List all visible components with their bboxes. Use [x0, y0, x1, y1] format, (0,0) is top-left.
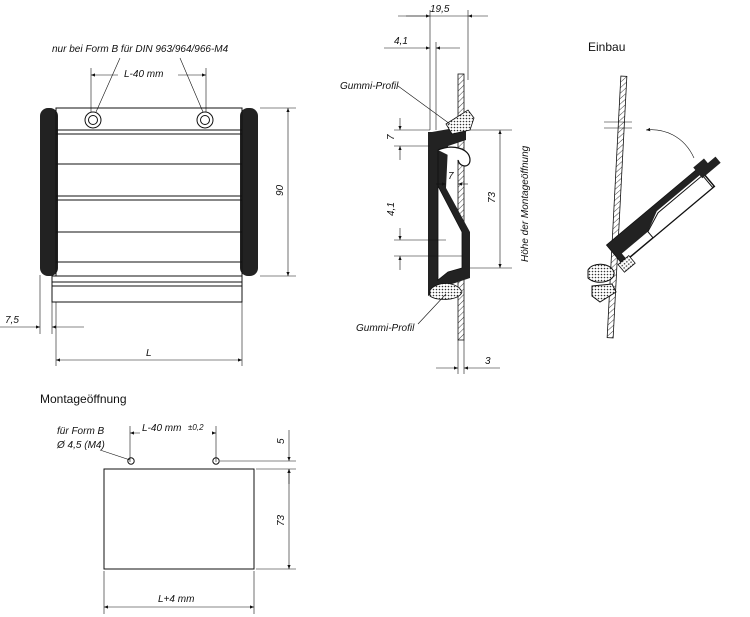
label-rubber-bottom: Gummi-Profil: [356, 323, 415, 334]
dim-cutout-hole-spacing: L-40 mm: [142, 423, 181, 434]
cutout-rectangle: [103, 468, 255, 570]
label-opening-height: Höhe der Montageöffnung: [520, 145, 531, 262]
dim-offset: 7,5: [5, 315, 19, 326]
side-view: 19,5 4,1 Gummi-Profil Gummi-Profil 7 7: [340, 4, 531, 374]
dim-cutout-width: L+4 mm: [158, 594, 194, 605]
dim-width: 19,5: [430, 4, 450, 15]
dim-hole-spacing: L-40 mm: [124, 69, 163, 80]
install-view: Einbau: [587, 40, 721, 339]
cutout-hole-left: [127, 457, 135, 465]
dim-length: L: [146, 348, 152, 359]
front-view: nur bei Form B für DIN 963/964/966-M4 L-…: [0, 44, 296, 366]
leader-left: [95, 57, 121, 113]
rubber-profile-top: [445, 109, 475, 135]
mounting-hole-left: [84, 111, 102, 129]
dim-height: 90: [275, 184, 286, 196]
profile-body: [55, 107, 243, 277]
leader-right: [179, 57, 204, 113]
dim-cutout-height: 73: [276, 514, 287, 526]
rubber-profile-bottom: [429, 283, 463, 300]
dim-lip: 4,1: [394, 36, 408, 47]
dim-opening: 73: [487, 191, 498, 203]
cutout-view: Montageöffnung für Form B Ø 4,5 (M4) L-4…: [40, 392, 296, 614]
form-b-note: nur bei Form B für DIN 963/964/966-M4: [52, 44, 229, 55]
end-cap-right: [240, 108, 258, 276]
cutout-note-line2: Ø 4,5 (M4): [56, 440, 105, 451]
mounting-hole-right: [196, 111, 214, 129]
dim-tolerance: ±0,2: [188, 423, 204, 432]
panel-wall: [457, 73, 465, 341]
dim-cutout-hole-offset: 5: [276, 438, 287, 444]
cutout-note-line1: für Form B: [57, 426, 105, 437]
lower-lip: [51, 275, 243, 303]
cutout-hole-right: [212, 457, 220, 465]
cutout-title: Montageöffnung: [40, 392, 127, 406]
label-rubber-top: Gummi-Profil: [340, 81, 399, 92]
dim-lower-lip: 4,1: [386, 202, 397, 216]
rotation-arrow: [645, 127, 695, 159]
end-cap-left: [40, 108, 58, 276]
dim-seven-a: 7: [386, 134, 397, 140]
install-rubber: [587, 263, 615, 283]
dim-panel: 3: [485, 356, 491, 367]
dim-seven-b: 7: [448, 171, 454, 182]
install-profile: [605, 156, 721, 273]
install-panel: [606, 75, 628, 339]
install-title: Einbau: [588, 40, 625, 54]
